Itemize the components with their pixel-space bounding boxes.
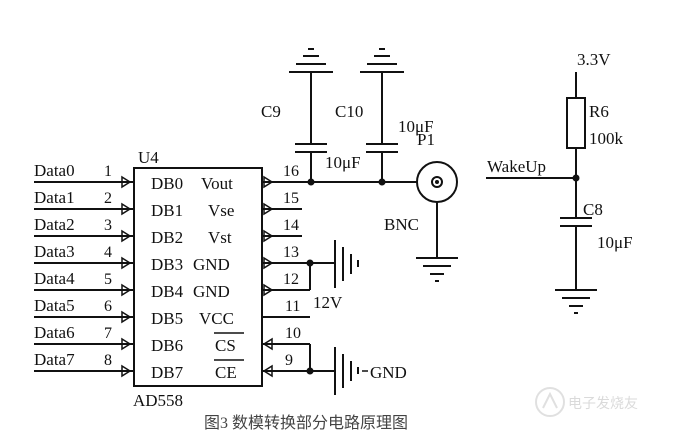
pin-num-9: 9 (285, 352, 293, 369)
capacitor-c10: C10 10μF (335, 48, 434, 182)
p1-ref: P1 (417, 130, 435, 149)
pin-name-vst: Vst (208, 228, 232, 247)
pin-name-db4: DB4 (151, 282, 184, 301)
pin-name-db3: DB3 (151, 255, 183, 274)
pin-row-5: Data4 5 DB4 (34, 269, 184, 301)
pin-num-8: 8 (104, 352, 112, 369)
pin-row-16: Vout 16 (201, 163, 299, 193)
chip-body (133, 167, 263, 387)
pin-name-gnd-12: GND (193, 282, 230, 301)
watermark: 电子发烧友 (535, 387, 638, 417)
pin-num-10: 10 (285, 325, 301, 342)
r6-ref: R6 (589, 102, 609, 121)
c10-ref: C10 (335, 102, 363, 121)
net-data7: Data7 (34, 350, 75, 369)
pin-num-5: 5 (104, 271, 112, 288)
pin-num-6: 6 (104, 298, 112, 315)
pin-name-gnd-13: GND (193, 255, 230, 274)
pin-name-vout: Vout (201, 174, 233, 193)
wakeup-label: WakeUp (487, 157, 546, 176)
supply-label: 3.3V (577, 50, 611, 69)
capacitor-c9: C9 10μF (261, 48, 361, 182)
c10-value: 10μF (398, 117, 434, 136)
bnc-connector-p1: P1 BNC (384, 130, 458, 282)
pin-row-1: Data0 1 DB0 (34, 161, 183, 193)
gnd-label: GND (370, 363, 407, 382)
pin-num-16: 16 (283, 163, 299, 180)
figure-caption: 图3 数模转换部分电路原理图 (204, 414, 408, 432)
pin-name-db1: DB1 (151, 201, 183, 220)
pin-num-12: 12 (283, 271, 299, 288)
net-data1: Data1 (34, 188, 75, 207)
pin-num-14: 14 (283, 217, 299, 234)
net-data5: Data5 (34, 296, 75, 315)
pin-row-3: Data2 3 DB2 (34, 215, 183, 247)
pin-name-vse: Vse (208, 201, 234, 220)
pin-name-db2: DB2 (151, 228, 183, 247)
pin-num-13: 13 (283, 244, 299, 261)
c8-ref: C8 (583, 200, 603, 219)
pin-num-4: 4 (104, 244, 112, 261)
net-data0: Data0 (34, 161, 75, 180)
chip-part: AD558 (133, 391, 183, 410)
pin-row-11: VCC 11 (199, 298, 310, 328)
c8-value: 10μF (597, 233, 633, 252)
ground-pins-13-12 (262, 240, 359, 291)
pin-name-db6: DB6 (151, 336, 183, 355)
pin-name-db5: DB5 (151, 309, 183, 328)
pin-row-8: Data7 8 DB7 (34, 350, 184, 382)
pin-num-11: 11 (285, 298, 300, 315)
pin-name-vcc: VCC (199, 309, 234, 328)
pin-num-2: 2 (104, 190, 112, 207)
pin-row-2: Data1 2 DB1 (34, 188, 183, 220)
pin-row-6: Data5 6 DB5 (34, 296, 183, 328)
c9-value: 10μF (325, 153, 361, 172)
vcc-label: 12V (313, 293, 343, 312)
net-data2: Data2 (34, 215, 75, 234)
pin-num-15: 15 (283, 190, 299, 207)
watermark-text: 电子发烧友 (568, 395, 638, 411)
pin-name-ce: CE (215, 363, 237, 382)
pin-row-12: GND 12 (193, 271, 299, 301)
pin-num-7: 7 (104, 325, 112, 342)
pin-row-4: Data3 4 DB3 (34, 242, 183, 274)
pin-row-9: CE 9 (214, 352, 293, 382)
net-data4: Data4 (34, 269, 75, 288)
pin-name-db7: DB7 (151, 363, 184, 382)
pin-num-1: 1 (104, 163, 112, 180)
pin-row-10: CS 10 (214, 325, 301, 355)
c9-ref: C9 (261, 102, 281, 121)
net-data3: Data3 (34, 242, 75, 261)
r6-value: 100k (589, 129, 624, 148)
net-data6: Data6 (34, 323, 75, 342)
pin-row-7: Data6 7 DB6 (34, 323, 183, 355)
pin-row-15: Vse 15 (208, 190, 302, 220)
pin-name-db0: DB0 (151, 174, 183, 193)
wakeup-network: 3.3V R6 100k WakeUp C8 10μF (486, 50, 633, 314)
pin-row-13: GND 13 (193, 244, 299, 274)
resistor-r6 (566, 97, 586, 149)
chip-ref: U4 (138, 148, 159, 167)
p1-type: BNC (384, 215, 419, 234)
pin-row-14: Vst 14 (208, 217, 302, 247)
pin-name-cs: CS (215, 336, 236, 355)
ground-pins-10-9 (262, 343, 368, 395)
pin-num-3: 3 (104, 217, 112, 234)
